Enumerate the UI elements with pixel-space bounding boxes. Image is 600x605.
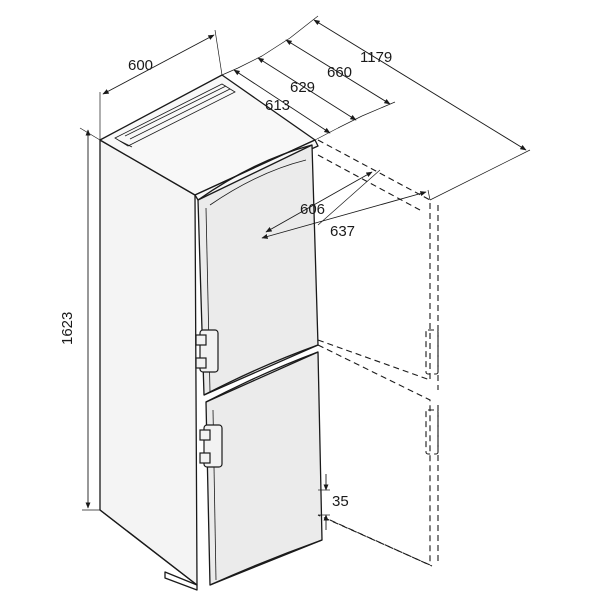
- cabinet-base-edge: [99, 509, 198, 586]
- width-label: 600: [128, 57, 153, 74]
- lower-door-handle: [199, 424, 223, 468]
- lower-door: [205, 351, 323, 586]
- depth-660-label: 660: [327, 64, 352, 81]
- depth-629-label: 629: [290, 79, 315, 96]
- height-label: 1623: [59, 312, 76, 345]
- depth-613-label: 613: [265, 97, 290, 114]
- upper-door-handle: [195, 329, 219, 373]
- dimension-width: 600: [99, 29, 223, 140]
- dimension-height: 1623: [59, 127, 101, 511]
- dimension-depth-1179: 1179: [289, 15, 531, 201]
- cabinet-side-panel: [99, 139, 198, 586]
- dimension-plinth-35: 35: [318, 474, 349, 530]
- door-637-label: 637: [330, 223, 355, 240]
- open-door-outline: [317, 139, 439, 567]
- door-606-label: 606: [300, 201, 325, 218]
- depth-1179-label: 1179: [360, 49, 392, 66]
- plinth-35-label: 35: [332, 493, 349, 510]
- cabinet-foot: [164, 571, 198, 591]
- dimension-door-637: 637: [261, 189, 431, 240]
